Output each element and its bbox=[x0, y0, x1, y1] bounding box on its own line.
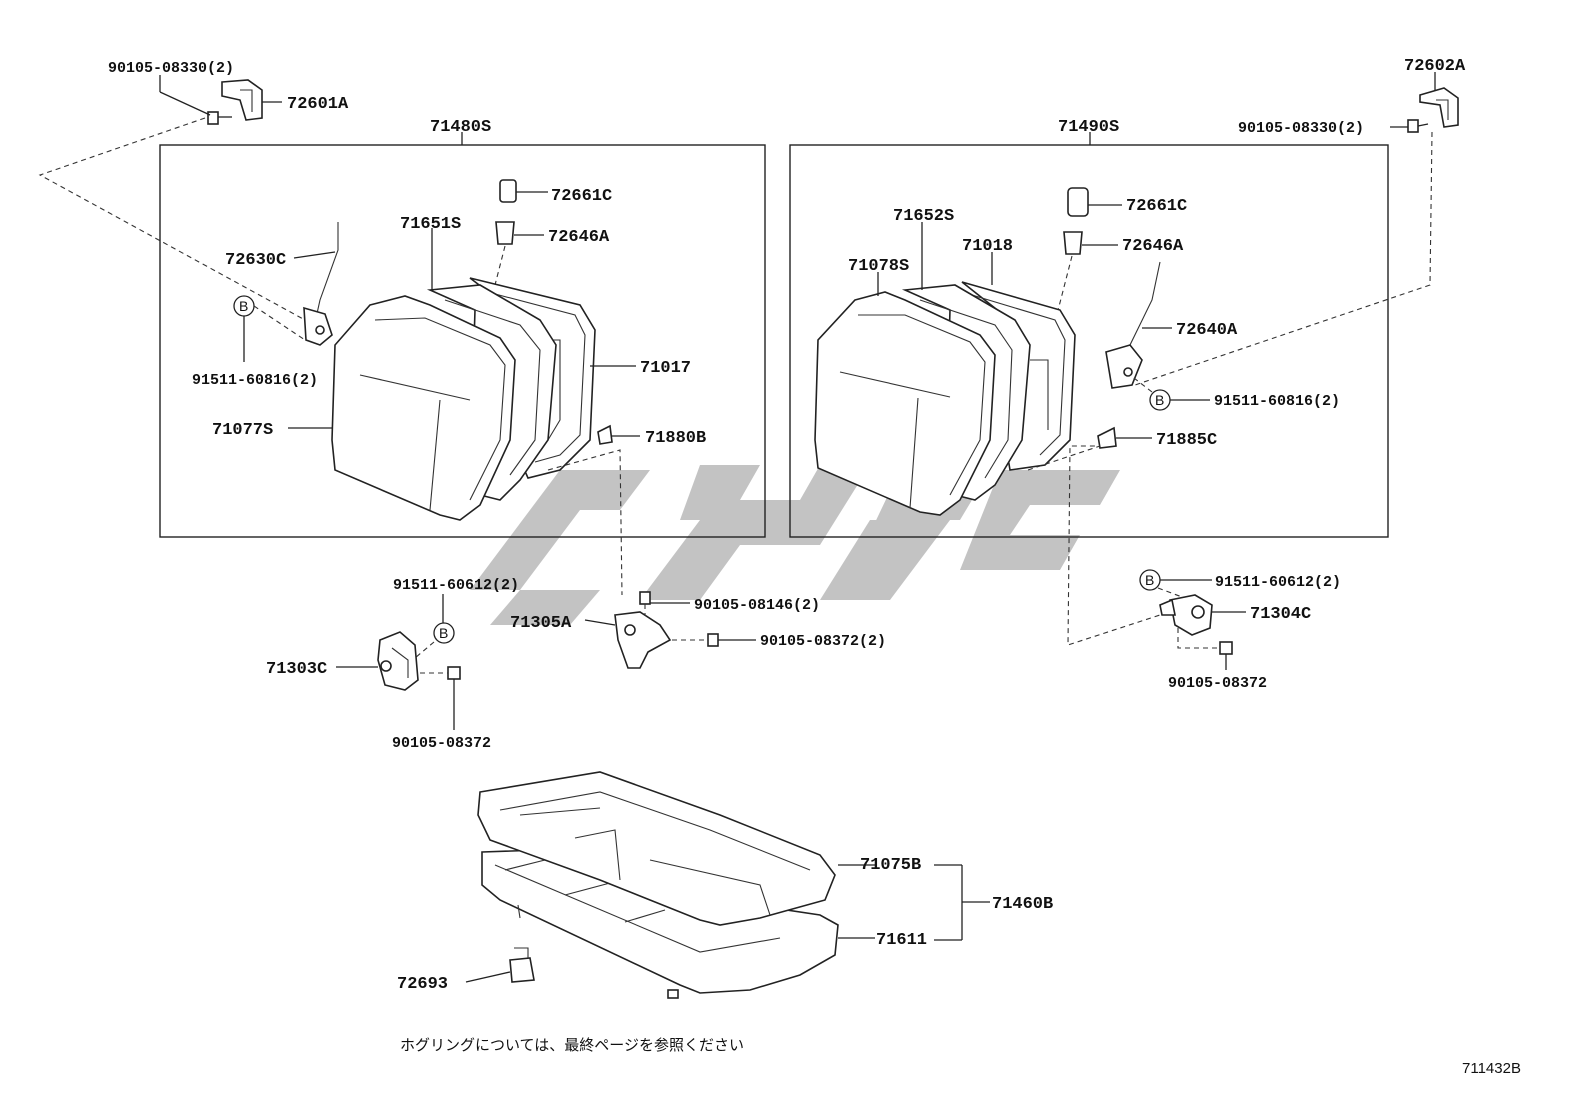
bracket-71305A bbox=[584, 611, 672, 669]
seatback-cover-71078S bbox=[814, 272, 996, 516]
diagram-code: 711432B bbox=[1462, 1060, 1521, 1077]
headrest-support-72661C-right bbox=[1067, 187, 1122, 217]
bolt-90105-08372-mid bbox=[672, 633, 756, 647]
headrest-guide-72646A-left bbox=[495, 221, 544, 245]
bolt-90105-08372-right bbox=[1177, 628, 1233, 670]
label-71017: 71017 bbox=[640, 359, 691, 378]
label-90105-08330-left: 90105-08330(2) bbox=[108, 60, 234, 77]
label-90105-08372-mid: 90105-08372(2) bbox=[760, 633, 886, 650]
label-72646A-left: 72646A bbox=[548, 228, 610, 247]
clip-71885C bbox=[1097, 426, 1152, 449]
label-90105-08146: 90105-08146(2) bbox=[694, 597, 820, 614]
svg-text:B: B bbox=[1155, 392, 1164, 408]
headrest-support-72661C-left bbox=[499, 179, 548, 203]
label-71077S: 71077S bbox=[212, 421, 273, 440]
right-assembly-box bbox=[789, 144, 1389, 538]
label-91511-60612-right: 91511-60612(2) bbox=[1215, 574, 1341, 591]
label-91511-60612-left: 91511-60612(2) bbox=[393, 577, 519, 594]
bolt-90105-08146 bbox=[639, 591, 690, 616]
label-71480S: 71480S bbox=[430, 118, 491, 137]
label-72693: 72693 bbox=[397, 975, 448, 994]
reference-b-right-lower: B bbox=[1139, 569, 1212, 601]
label-71018: 71018 bbox=[962, 237, 1013, 256]
reference-b-left-upper: B bbox=[233, 295, 306, 362]
headrest-guide-72646A-right bbox=[1063, 231, 1118, 255]
bolt-90105-08372-left bbox=[420, 666, 461, 730]
label-71304C: 71304C bbox=[1250, 605, 1311, 624]
label-90105-08372-right: 90105-08372 bbox=[1168, 675, 1267, 692]
label-72640A: 72640A bbox=[1176, 321, 1238, 340]
label-72646A-right: 72646A bbox=[1122, 237, 1184, 256]
label-72630C: 72630C bbox=[225, 251, 286, 270]
svg-text:B: B bbox=[1145, 572, 1154, 588]
cushion-feet bbox=[517, 904, 679, 999]
lock-cable-72630C-left bbox=[293, 222, 339, 346]
label-71652S: 71652S bbox=[893, 207, 954, 226]
label-90105-08330-right: 90105-08330(2) bbox=[1238, 120, 1364, 137]
hinge-72602A bbox=[1419, 87, 1459, 128]
label-91511-60816-right: 91511-60816(2) bbox=[1214, 393, 1340, 410]
label-72601A: 72601A bbox=[287, 95, 349, 114]
label-72661C-right: 72661C bbox=[1126, 197, 1187, 216]
label-71651S: 71651S bbox=[400, 215, 461, 234]
footnote-hog-ring: ホグリングについては、最終ページを参照ください bbox=[400, 1036, 744, 1054]
watermark-logo bbox=[470, 465, 1120, 625]
hook-72693 bbox=[465, 947, 535, 983]
label-71078S: 71078S bbox=[848, 257, 909, 276]
label-91511-60816-left: 91511-60816(2) bbox=[192, 372, 318, 389]
bolt-left-top bbox=[207, 111, 232, 125]
svg-text:B: B bbox=[239, 298, 248, 314]
label-72661C-left: 72661C bbox=[551, 187, 612, 206]
reference-b-left-lower: B bbox=[433, 622, 455, 644]
label-71885C: 71885C bbox=[1156, 431, 1217, 450]
seatback-cover-71077S bbox=[288, 295, 516, 521]
label-71303C: 71303C bbox=[266, 660, 327, 679]
label-90105-08372-left: 90105-08372 bbox=[392, 735, 491, 752]
label-71075B: 71075B bbox=[860, 856, 921, 875]
seat-cushion-cover-71075B bbox=[477, 771, 875, 926]
bolt-right-top bbox=[1407, 119, 1429, 133]
clip-71880B bbox=[597, 424, 640, 445]
label-71880B: 71880B bbox=[645, 429, 706, 448]
label-71460B: 71460B bbox=[992, 895, 1053, 914]
hinge-71303C bbox=[336, 631, 419, 691]
hinge-72601A bbox=[221, 79, 263, 121]
label-71611: 71611 bbox=[876, 931, 927, 950]
hinge-71304C bbox=[1159, 594, 1246, 636]
label-71490S: 71490S bbox=[1058, 118, 1119, 137]
reference-b-right-upper: B bbox=[1129, 374, 1210, 411]
lock-cable-72640A-right bbox=[1105, 261, 1172, 389]
svg-text:B: B bbox=[439, 625, 448, 641]
label-71305A: 71305A bbox=[510, 614, 572, 633]
label-72602A: 72602A bbox=[1404, 57, 1466, 76]
